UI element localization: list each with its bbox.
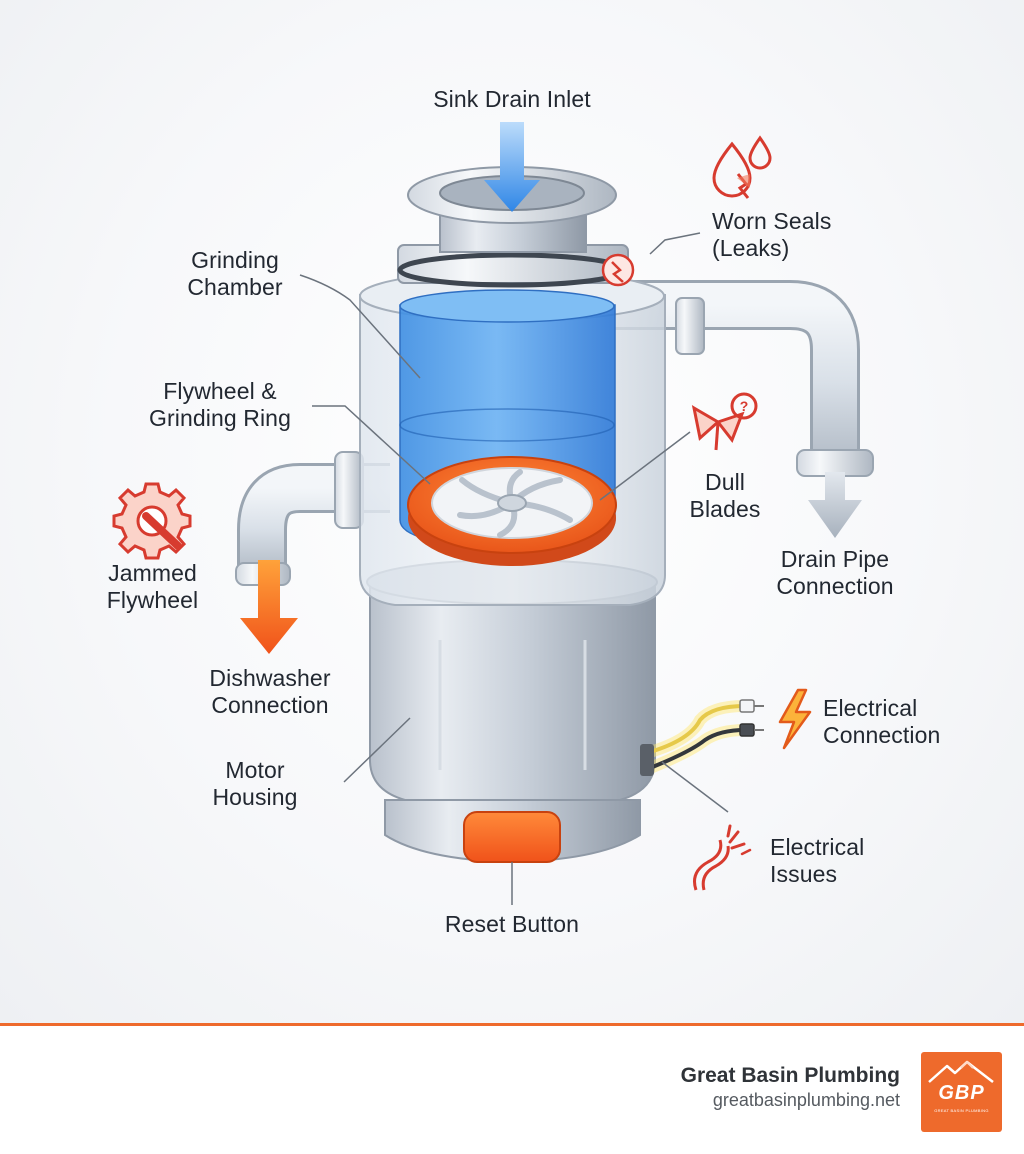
frayed-wire-spark-icon xyxy=(693,824,752,891)
label-reset-button: Reset Button xyxy=(444,911,580,937)
label-grinding-chamber: Grinding Chamber xyxy=(187,247,283,300)
drain-pipe xyxy=(615,280,874,477)
dishwasher-outflow-arrow xyxy=(240,560,298,654)
water-drop-leak-icon xyxy=(712,135,772,199)
logo-text: GBP xyxy=(938,1082,985,1104)
label-jammed-flywheel: Jammed Flywheel xyxy=(106,560,199,613)
company-logo: GBP GREAT BASIN PLUMBING xyxy=(921,1052,1002,1132)
leader-lines xyxy=(299,232,729,905)
water-inflow-arrow xyxy=(484,122,540,212)
reset-button[interactable] xyxy=(463,811,561,863)
mountain-logo-icon xyxy=(928,1060,994,1083)
label-motor-housing: Motor Housing xyxy=(212,757,298,810)
lightning-bolt-icon xyxy=(778,688,812,750)
flywheel xyxy=(407,456,617,566)
label-worn-seals: Worn Seals (Leaks) xyxy=(712,208,832,261)
label-dull-blades: Dull Blades xyxy=(689,469,761,522)
brand-name: Great Basin Plumbing xyxy=(680,1064,900,1087)
diagram-canvas: ? Sink Drain Inlet Worn Seals (Leaks) Gr… xyxy=(0,0,1024,1024)
label-dishwasher-connection: Dishwasher Connection xyxy=(209,665,331,718)
label-flywheel-grinding-ring: Flywheel & Grinding Ring xyxy=(149,378,291,431)
svg-text:?: ? xyxy=(740,398,749,414)
electrical-wires xyxy=(640,699,764,776)
garbage-disposal-diagram: ? xyxy=(112,122,874,905)
brand-url[interactable]: greatbasinplumbing.net xyxy=(712,1090,900,1110)
drain-outflow-arrow xyxy=(808,472,862,538)
label-electrical-issues: Electrical Issues xyxy=(770,834,865,887)
seal-crack-icon xyxy=(601,253,635,287)
label-drain-pipe-connection: Drain Pipe Connection xyxy=(776,546,894,599)
gear-wrench-icon xyxy=(112,482,192,560)
label-electrical-connection: Electrical Connection xyxy=(823,695,941,748)
logo-subtext: GREAT BASIN PLUMBING xyxy=(934,1108,989,1113)
footer: Great Basin Plumbing greatbasinplumbing.… xyxy=(0,1026,1024,1154)
footer-divider xyxy=(0,1023,1024,1026)
label-sink-drain-inlet: Sink Drain Inlet xyxy=(433,86,591,112)
broken-blade-question-icon: ? xyxy=(691,392,758,451)
